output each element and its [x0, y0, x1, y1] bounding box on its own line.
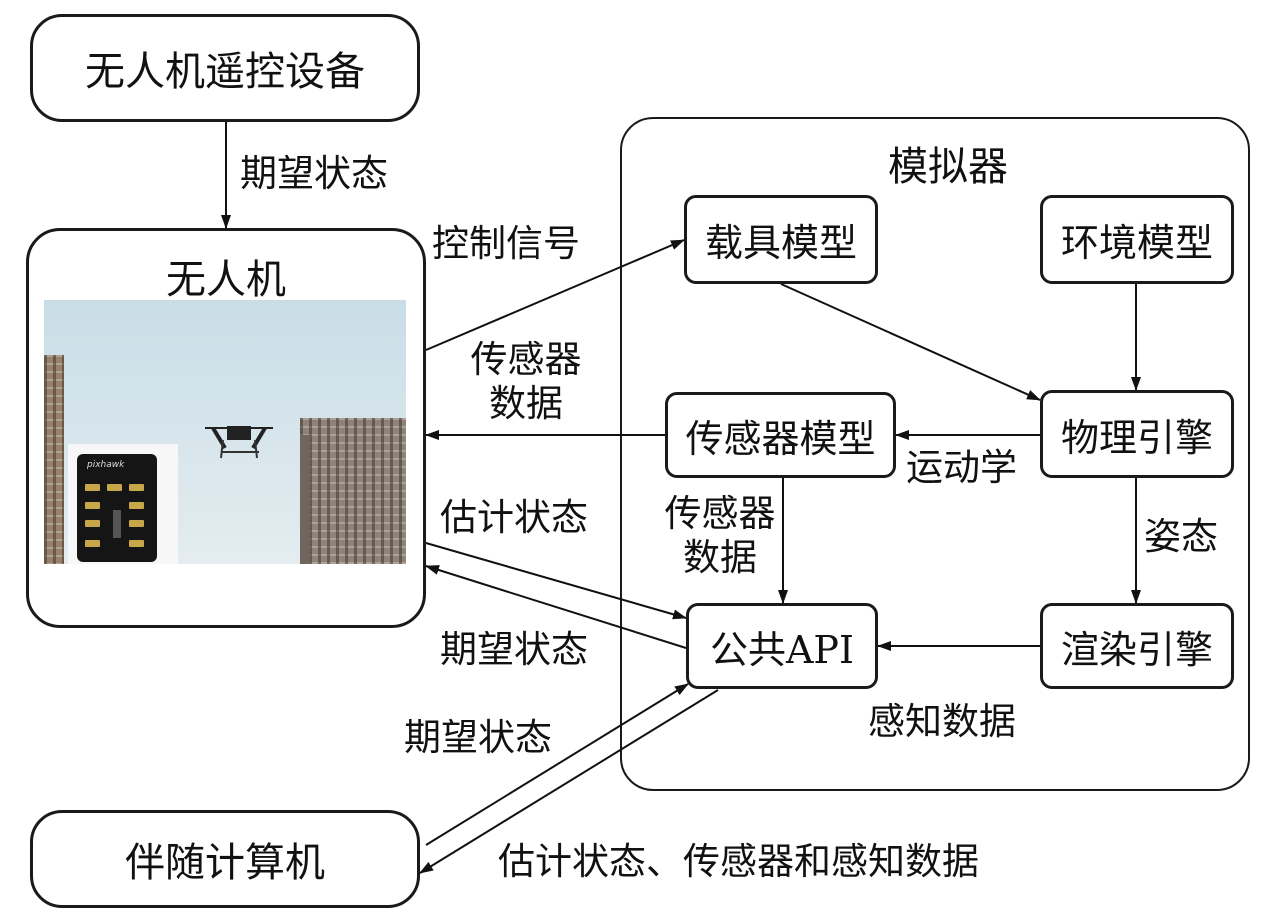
- pixhawk-photo: pixhawk: [68, 444, 178, 564]
- edge-label-estimated-state: 估计状态: [440, 496, 588, 539]
- simulator-container: [620, 117, 1250, 791]
- vehicle-model-label: 载具模型: [704, 221, 857, 265]
- vehicle-model-node: 载具模型: [684, 195, 878, 284]
- arrow-vehicle-to-physics: [780, 283, 1041, 401]
- edge-label-sensor-data-drone-line2: 数据: [489, 382, 563, 425]
- edge-label-sensor-data-api-line1: 传感器: [664, 492, 776, 535]
- edge-label-sensor-data-drone-line1: 传感器: [470, 338, 582, 381]
- render-engine-node: 渲染引擎: [1040, 603, 1234, 689]
- companion-computer-node: 伴随计算机: [30, 810, 420, 908]
- drone-label: 无人机: [166, 257, 286, 303]
- arrow-api-to-companion: [419, 689, 719, 874]
- edge-label-perception-data: 感知数据: [868, 700, 1016, 743]
- edge-label-sensor-data-api-line2: 数据: [683, 536, 757, 579]
- sensor-model-label: 传感器模型: [685, 416, 876, 461]
- edge-label-sensor-data-drone: 传感器 数据: [466, 338, 586, 426]
- edge-label-api-desired-state: 期望状态: [440, 628, 588, 671]
- public-api-label: 公共API: [709, 627, 855, 672]
- pixhawk-brand-text: pixhawk: [87, 460, 125, 470]
- edge-label-kinematics: 运动学: [906, 446, 1017, 489]
- rc-device-label: 无人机遥控设备: [85, 49, 365, 95]
- arrow-drone-to-api: [425, 542, 687, 620]
- edge-label-control-signal: 控制信号: [432, 222, 580, 265]
- sensor-model-node: 传感器模型: [665, 392, 896, 478]
- edge-label-companion-return: 估计状态、传感器和感知数据: [498, 840, 979, 883]
- physics-engine-node: 物理引擎: [1040, 390, 1234, 478]
- arrow-drone-to-vehicle-model: [425, 239, 685, 351]
- environment-model-node: 环境模型: [1040, 195, 1234, 284]
- edge-label-rc-desired-state: 期望状态: [240, 152, 388, 195]
- arrow-companion-to-api: [425, 683, 689, 846]
- simulator-title: 模拟器: [888, 144, 1008, 190]
- arrow-api-to-drone: [425, 565, 687, 649]
- companion-computer-label: 伴随计算机: [125, 840, 325, 886]
- quadcopter-icon: [205, 426, 273, 459]
- physics-engine-label: 物理引擎: [1060, 415, 1213, 460]
- flight-controller-icon: pixhawk: [77, 454, 157, 562]
- drone-photo: pixhawk: [44, 300, 406, 564]
- edge-label-sensor-data-api: 传感器 数据: [654, 492, 786, 580]
- render-engine-label: 渲染引擎: [1060, 627, 1213, 672]
- public-api-node: 公共API: [686, 603, 878, 689]
- edge-label-pose: 姿态: [1144, 515, 1218, 558]
- environment-model-label: 环境模型: [1060, 221, 1213, 265]
- rc-device-node: 无人机遥控设备: [30, 14, 420, 122]
- edge-label-companion-desired-state: 期望状态: [404, 716, 552, 759]
